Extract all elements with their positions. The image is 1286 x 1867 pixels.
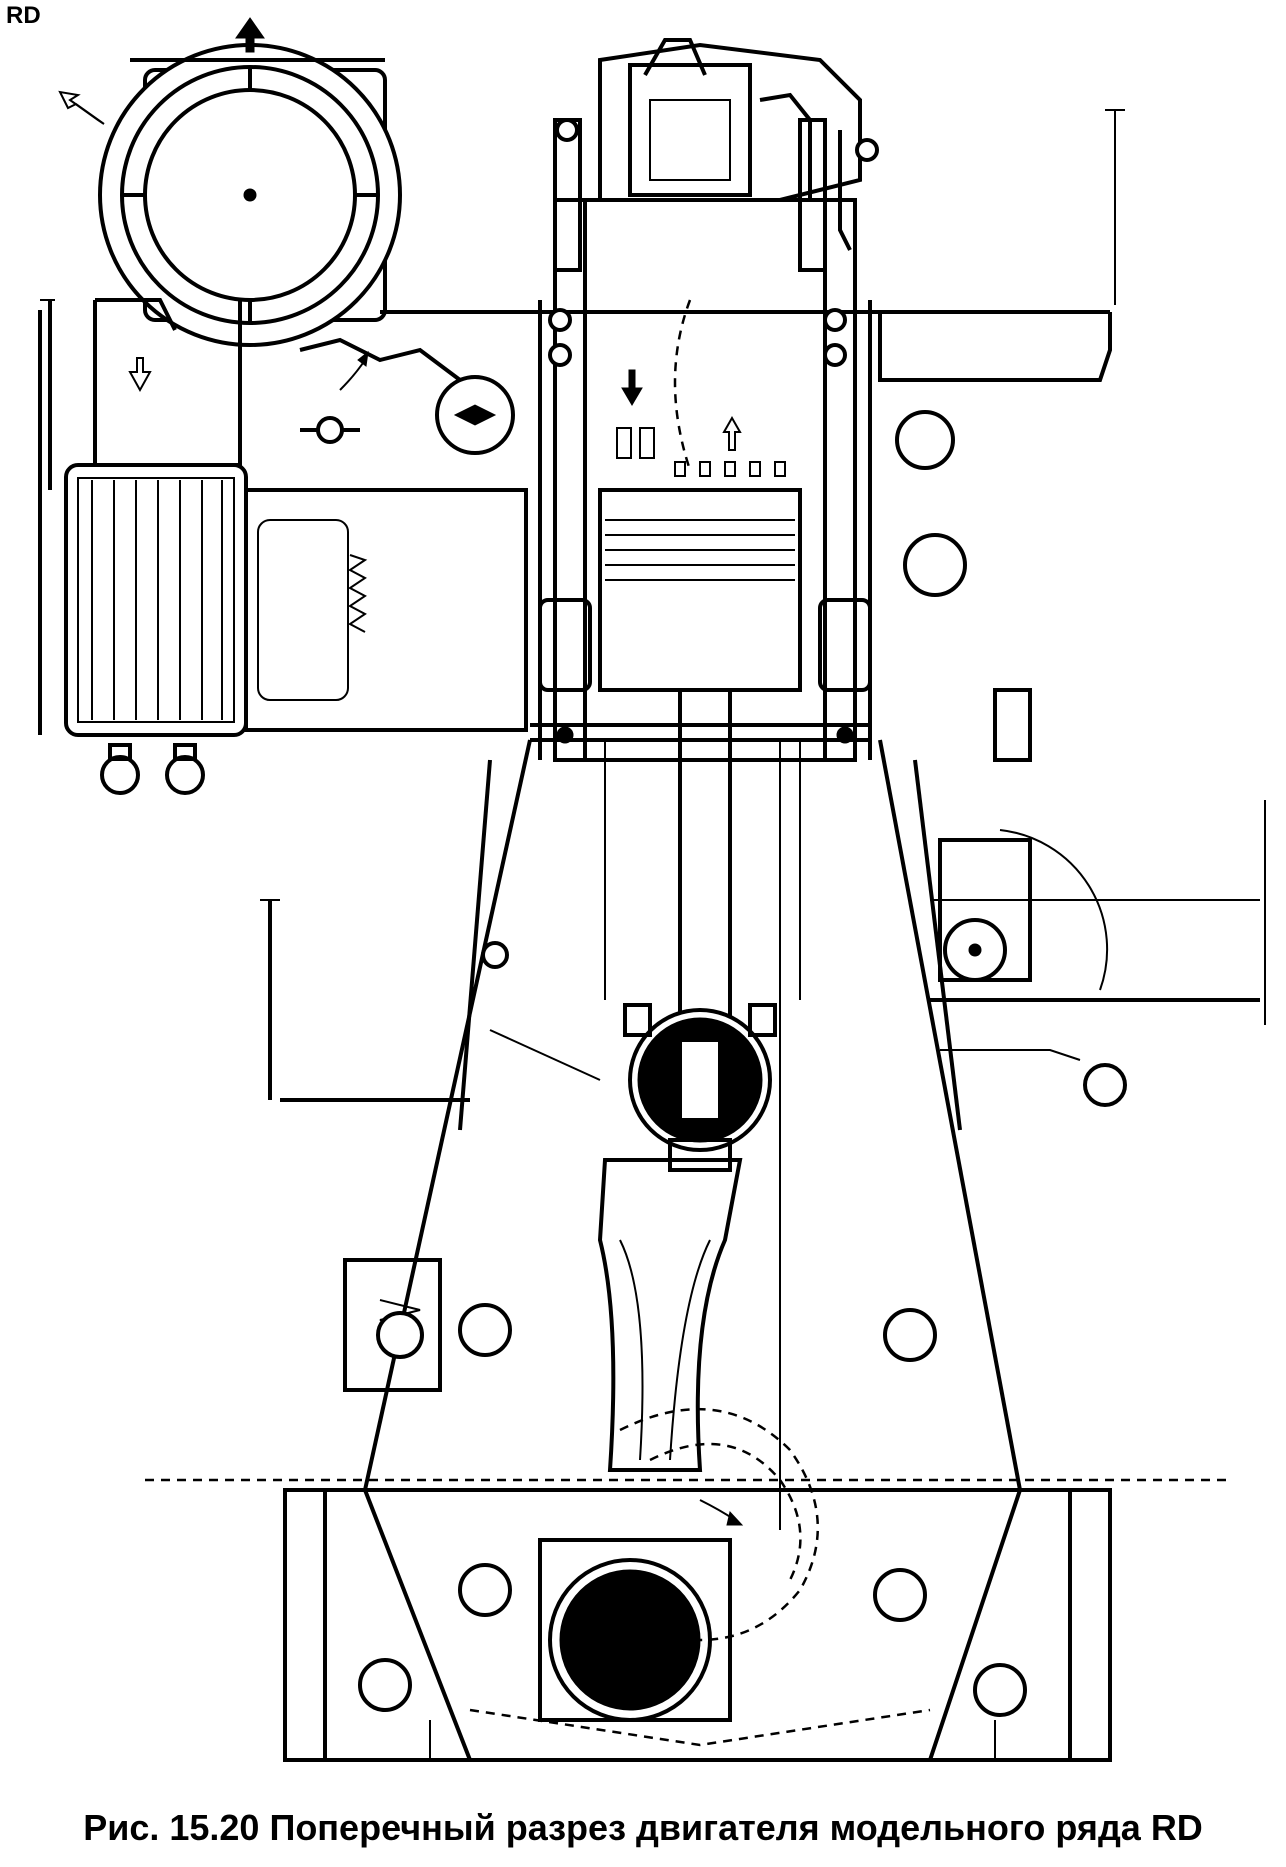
up-arrow-icon [722, 415, 742, 451]
piston [598, 299, 802, 692]
reversing-gear [260, 899, 601, 1392]
bedplate [145, 1478, 1230, 1762]
engine-cross-section-drawing [38, 17, 1266, 1762]
up-arrow-icon [235, 17, 265, 53]
down-arrow-icon [128, 357, 152, 393]
crankshaft [538, 1407, 820, 1722]
cylinder-cover [553, 38, 879, 272]
inspection-doors [358, 1303, 1027, 1717]
a-frame [363, 739, 1022, 1530]
scavenge-air-receiver [38, 310, 528, 735]
diagonal-arrow-icon [58, 90, 105, 125]
curved-arrow-icon [339, 350, 369, 391]
stuffing-box [530, 598, 872, 744]
exhaust-receiver-valve [299, 337, 967, 597]
series-label: RD [6, 2, 41, 29]
connecting-rod [597, 1158, 743, 1472]
curved-arrow-icon [699, 1499, 744, 1526]
crosshead [623, 1003, 777, 1172]
fuel-pump [930, 688, 1266, 1107]
turbocharger [98, 43, 402, 347]
charge-air-cooler [64, 463, 248, 795]
upper-platform [380, 109, 1125, 382]
figure-caption: Рис. 15.20 Поперечный разрез двигателя м… [83, 1807, 1203, 1848]
down-arrow-icon [621, 369, 643, 406]
